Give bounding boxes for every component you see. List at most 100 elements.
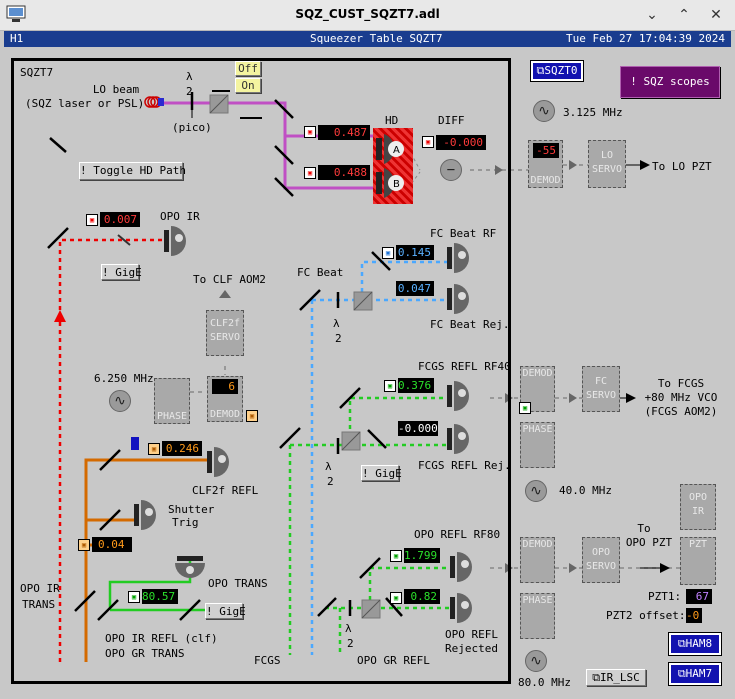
mirrors (47, 92, 403, 621)
lo-demod-block[interactable]: -55 DEMOD (528, 140, 563, 188)
ir-lsc-button[interactable]: ⧉IR_LSC (586, 669, 646, 686)
lo-servo-block[interactable]: LO SERVO (588, 140, 626, 188)
fc-beat-rej-label: FC Beat Rej. (430, 318, 510, 331)
opo-ir-label: OPO IR (160, 210, 200, 223)
fc-beat-label: FC Beat (297, 266, 344, 279)
opo-ir-block[interactable]: OPO IR (680, 484, 716, 530)
phase-label: PHASE (522, 595, 553, 606)
half-wave-denominator: 2 (186, 85, 193, 98)
close-icon[interactable]: ✕ (710, 7, 722, 23)
display-icon[interactable]: ▣ (128, 591, 140, 603)
display-icon[interactable]: ▣ (390, 550, 402, 562)
clf2f-servo-block[interactable]: CLF2f SERVO (206, 310, 244, 356)
half-wave-label: λ (333, 317, 340, 330)
display-icon[interactable]: ▣ (304, 167, 316, 179)
photodiode-icon[interactable] (164, 226, 194, 256)
photodiode-icon[interactable] (175, 556, 205, 586)
photodiode-icon[interactable] (207, 447, 237, 477)
phase-label: PHASE (156, 411, 188, 422)
ham7-button[interactable]: ⧉HAM7 (669, 663, 721, 685)
demod-label: DEMOD (209, 409, 241, 420)
subtract-icon: − (440, 159, 462, 181)
maximize-icon[interactable]: ⌃ (678, 7, 690, 23)
panel-label: SQZT7 (20, 66, 54, 79)
display-icon[interactable]: ▣ (382, 247, 394, 259)
display-icon[interactable]: ▣ (86, 214, 98, 226)
pzt-block[interactable]: PZT (680, 537, 716, 585)
display-icon: ⧉ (592, 671, 601, 684)
photodiode-icon[interactable]: A B (376, 132, 410, 200)
lo-freq-label: 3.125 MHz (563, 106, 623, 119)
sqzt0-button[interactable]: ⧉SQZT0 (531, 61, 583, 81)
flipper-on-button[interactable]: On (235, 78, 261, 93)
flipper-off-button[interactable]: Off (235, 61, 261, 76)
opo-phase-block[interactable]: PHASE (520, 593, 555, 639)
photodiode-icon[interactable] (447, 381, 477, 411)
display-icon[interactable]: ▣ (422, 136, 434, 148)
sine-icon: ∿ (533, 100, 555, 122)
ham8-button[interactable]: ⧉HAM8 (669, 633, 721, 655)
window-title: SQZ_CUST_SQZT7.adl (295, 7, 440, 21)
rejected-label: Rejected (445, 642, 498, 655)
header-bar: H1 Squeezer Table SQZT7 Tue Feb 27 17:04… (4, 31, 731, 47)
hd-b-value: 0.488 (318, 165, 370, 180)
sqz-scopes-button[interactable]: ! SQZ scopes (620, 66, 720, 98)
lo-beam-label: LO beam (92, 83, 140, 96)
display-icon: ⧉ (677, 667, 686, 680)
half-wave-denominator: 2 (347, 637, 354, 650)
opo-ir-gige-button[interactable]: ! GigE (101, 264, 142, 280)
computer-icon[interactable] (6, 5, 26, 23)
opo-gr-trans-label: OPO GR TRANS (105, 647, 185, 660)
clf-phase-block[interactable]: PHASE (154, 378, 190, 424)
clf2f-refl-value: 0.246 (162, 441, 202, 456)
opo-refl-label: OPO REFL (445, 628, 498, 641)
half-wave-label: λ (186, 70, 193, 83)
minimize-icon[interactable]: ⌄ (646, 7, 658, 23)
sine-icon: ∿ (525, 650, 547, 672)
sqzt7-panel (11, 58, 511, 684)
opo-servo-block[interactable]: OPO SERVO (582, 537, 620, 583)
svg-text:A: A (393, 145, 400, 156)
display-icon[interactable]: ▣ (246, 410, 258, 422)
fc-phase-block[interactable]: PHASE (520, 422, 555, 468)
photodiode-icon[interactable] (450, 552, 480, 582)
photodiode-icon[interactable] (134, 500, 164, 530)
photodiode-icon[interactable] (447, 243, 477, 273)
opo-refl-rej-value: 0.82 (404, 589, 440, 604)
photodiode-icon[interactable] (447, 424, 477, 454)
display-icon[interactable]: ▣ (148, 443, 160, 455)
display-icon[interactable]: ▣ (384, 380, 396, 392)
lo-source-label: (SQZ laser or PSL) (25, 97, 145, 110)
pzt1-value: 67 (686, 589, 712, 604)
opo-ir-value: 0.007 (100, 212, 140, 227)
hd-a-value: 0.487 (318, 125, 370, 140)
beam-arrow-icon (54, 310, 66, 322)
fc-beat-rej-value: 0.047 (396, 281, 434, 296)
datetime: Tue Feb 27 17:04:39 2024 (566, 32, 725, 45)
to-fcgs-label-2: +80 MHz VCO (644, 391, 718, 404)
fc-servo-block[interactable]: FC SERVO (582, 366, 620, 412)
diff-value: -0.000 (436, 135, 486, 150)
freq-40-label: 40.0 MHz (559, 484, 612, 497)
display-icon[interactable]: ▣ (78, 539, 90, 551)
fc-demod-block[interactable]: DEMOD (520, 366, 555, 412)
opo-trans-gige-button[interactable]: ! GigE (205, 603, 246, 619)
demod-label: DEMOD (522, 539, 553, 550)
half-wave-label: λ (325, 460, 332, 473)
clf-demod-block[interactable]: 6 DEMOD (207, 376, 243, 422)
to-lo-pzt-label: To LO PZT (652, 160, 712, 173)
fcgs-gige-button[interactable]: ! GigE (361, 465, 402, 481)
lo-servo-label: LO SERVO (591, 150, 623, 175)
display-icon[interactable]: ▣ (519, 402, 531, 414)
opo-demod-block[interactable]: DEMOD (520, 537, 555, 583)
display-icon[interactable]: ▣ (390, 592, 402, 604)
fcgs-rf40-value: 0.376 (398, 378, 434, 393)
svg-text:B: B (393, 179, 400, 190)
photodiode-icon[interactable] (450, 593, 480, 623)
diff-label: DIFF (438, 114, 465, 127)
toggle-hd-path-button[interactable]: ! Toggle HD Path (79, 162, 186, 180)
display-icon[interactable]: ▣ (304, 126, 316, 138)
photodiode-icon[interactable] (447, 284, 477, 314)
pzt2-label: PZT2 offset: (606, 609, 686, 622)
opo-ir-block-label: OPO IR (688, 492, 708, 517)
